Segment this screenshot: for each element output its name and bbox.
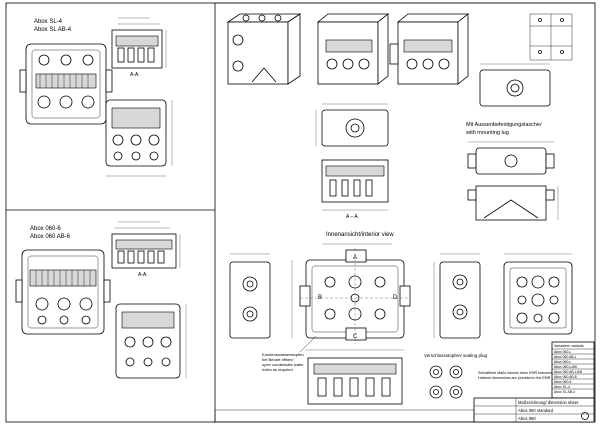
right-side-view <box>433 253 481 339</box>
variant-row: Abox 060-L/AB <box>554 365 578 369</box>
plug-note-3: open condensate water <box>262 362 304 367</box>
variant-b-section-view: A-A <box>111 221 181 278</box>
variants-header: Varianten/ variants <box>554 344 584 348</box>
section-label-b: A-A <box>138 272 147 278</box>
wiring-schematic <box>529 13 573 61</box>
plug-note-4: holes as required <box>262 367 293 372</box>
plug-note-2: bei Bedarf öffnen/ <box>262 357 294 362</box>
isometric-box-with-lug <box>389 13 470 85</box>
variant-a-front-view <box>19 43 113 125</box>
legend-note-2: Hatched dimensions are provided in the E… <box>478 376 551 380</box>
variant-row: Abox 060-L <box>554 350 571 354</box>
variant-b-title-2: Abox 060 AB-6 <box>30 234 71 240</box>
legend-note: Schraffierte Maße können beim EMR entnom… <box>478 371 571 380</box>
section-label-center: A – A <box>346 214 358 220</box>
interior-view: Innenansicht/interior view A B C D <box>291 232 411 351</box>
sealing-plug-title: Verschlussstopfen/ sealing plug <box>424 353 488 358</box>
variant-a-block: Abox SL-4 Abox SL AB-4 <box>19 17 173 177</box>
terminal-interior-view <box>503 253 573 335</box>
title-line-1: Maßzeichnung/ dimension sheet <box>518 400 579 405</box>
bottom-section-view <box>307 357 403 405</box>
title-line-3: Abox 060 <box>518 416 536 421</box>
variant-row: Abox 060-6 <box>554 380 571 384</box>
isometric-box-closed <box>226 13 302 85</box>
variant-a-base-view <box>105 99 173 177</box>
section-label-a: A-A <box>130 72 139 78</box>
variant-b-base-view <box>115 303 187 379</box>
title-block: Maßzeichnung/ dimension sheet Abox 060 s… <box>473 397 595 423</box>
variant-a-section-view: A-A <box>111 17 167 78</box>
legend-note-1: Schraffierte Maße können beim EMR entnom… <box>478 371 571 375</box>
variant-row: Abox 060-L <box>554 360 571 364</box>
variants-table: Varianten/ variants Abox 060-L Abox 060 … <box>551 341 595 399</box>
side-view-cable-gland <box>315 103 389 147</box>
revision-strip <box>214 409 475 423</box>
left-side-view <box>229 253 271 339</box>
sealing-plug-detail: Verschlussstopfen/ sealing plug <box>424 353 488 399</box>
top-view <box>479 63 551 107</box>
variant-row: Abox SL AB-4 <box>554 390 575 394</box>
mounting-title-1: Mit Aussenbefestigungslasche/ <box>466 122 542 128</box>
interior-title: Innenansicht/interior view <box>326 232 394 238</box>
mounting-title-2: with mounting lug <box>465 130 509 136</box>
plug-note: Kondenswasserstopfen bei Bedarf öffnen/ … <box>262 335 317 372</box>
center-section-view: A – A <box>321 159 389 220</box>
plug-note-1: Kondenswasserstopfen <box>262 352 304 357</box>
variant-row: Abox SL-4 <box>554 385 570 389</box>
variant-row: Abox 060 AB-L/AB <box>554 370 583 374</box>
variant-row: Abox 060 AB-6 <box>554 375 577 379</box>
variant-a-title-1: Abox SL-4 <box>34 19 63 25</box>
isometric-box-open <box>316 13 390 85</box>
title-line-2: Abox 060 standard <box>518 408 554 413</box>
variant-a-title-2: Abox SL AB-4 <box>34 27 72 33</box>
view-label-c: C <box>353 334 358 340</box>
variant-b-block: Abox 060-6 Abox 060 AB-6 <box>15 221 187 379</box>
variant-b-title-1: Abox 060-6 <box>30 226 61 232</box>
mounting-lug-variant: Mit Aussenbefestigungslasche/ with mount… <box>465 122 559 221</box>
variant-row: Abox 060 AB-L <box>554 355 577 359</box>
variant-b-front-view <box>15 249 111 335</box>
